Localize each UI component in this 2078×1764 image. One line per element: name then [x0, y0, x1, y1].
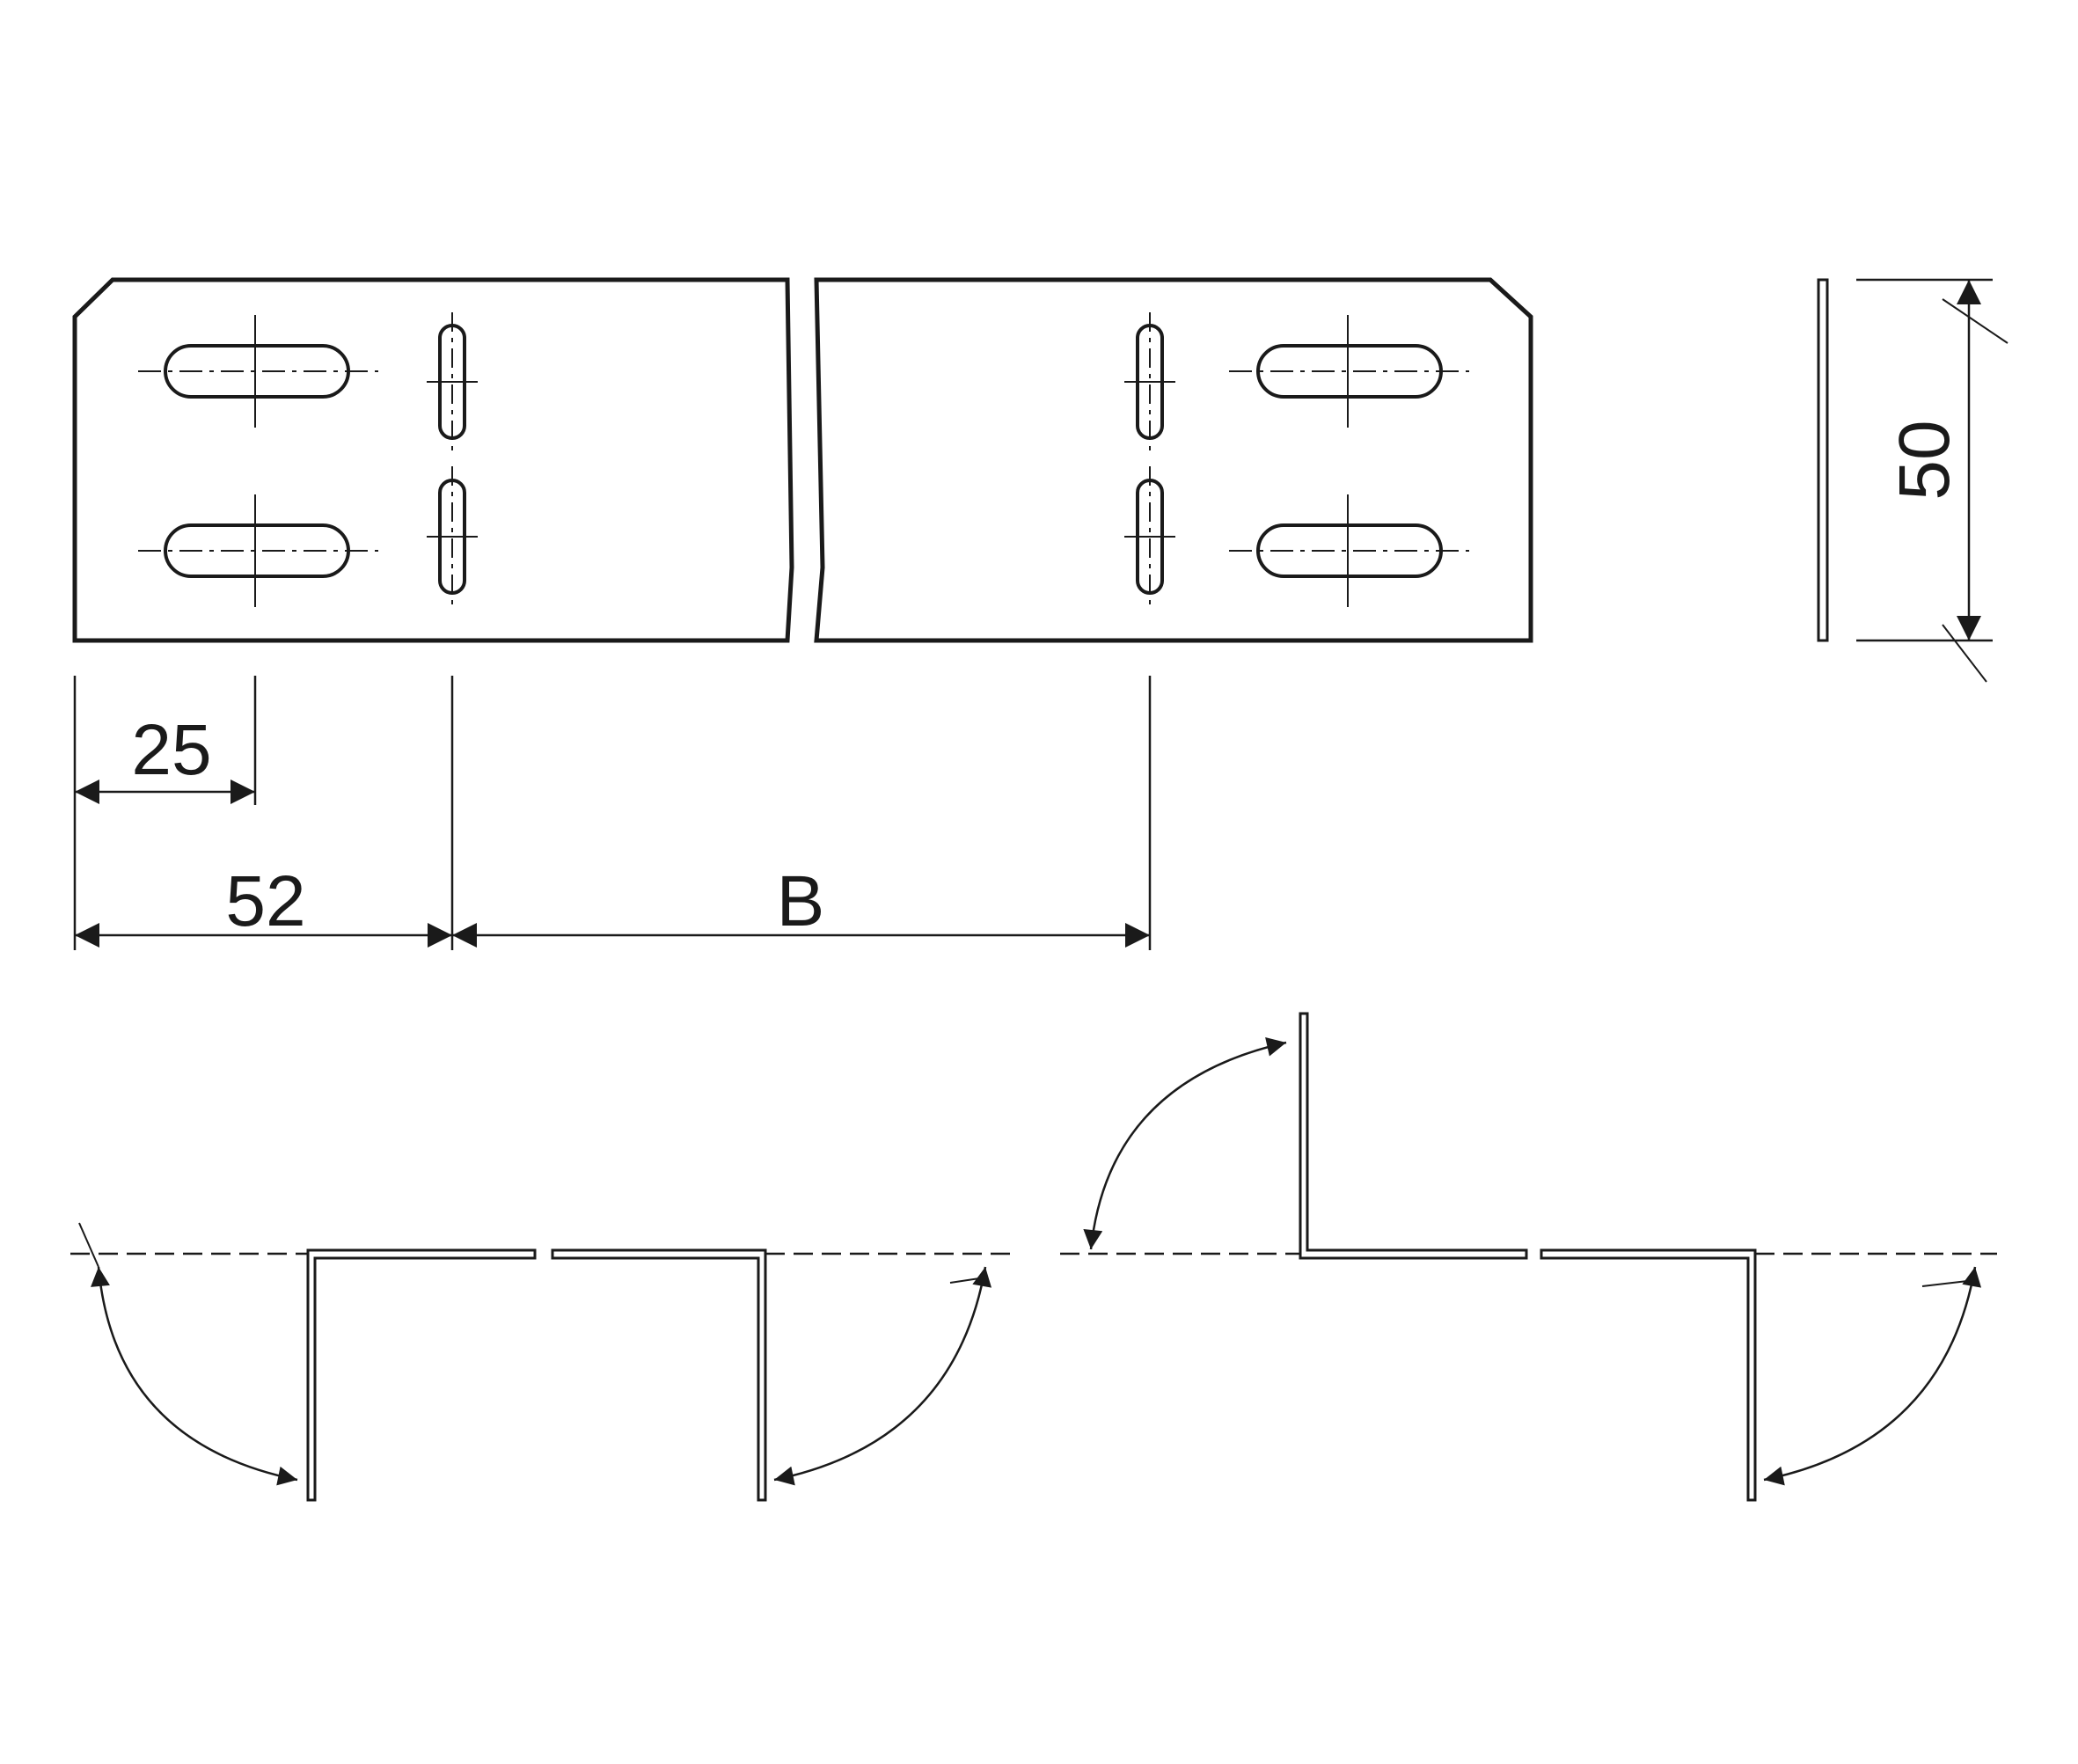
- dimension-lines: [73, 676, 1152, 950]
- horizontal-slot: [138, 494, 378, 607]
- plate-edge: [1817, 278, 1829, 642]
- vertical-slot: [427, 466, 478, 605]
- plate-right-outline: [814, 277, 1533, 643]
- dim-label-25: 25: [131, 710, 211, 790]
- bend-variant-3: [1060, 1012, 1528, 1260]
- dim-label-52: 52: [225, 861, 305, 941]
- dim-label-b: B: [777, 861, 825, 941]
- vertical-slot: [1124, 466, 1175, 605]
- plate-left-outline: [72, 277, 794, 643]
- horizontal-slot: [1229, 315, 1469, 428]
- bend-variant-4: [1540, 1248, 1997, 1502]
- horizontal-slot: [138, 315, 378, 428]
- bend-variant-1: [70, 1222, 537, 1502]
- plate-side-view: [1817, 278, 2008, 683]
- horizontal-slot: [1229, 494, 1469, 607]
- dim-label-50: 50: [1884, 420, 1965, 500]
- bend-variant-2: [551, 1248, 1010, 1502]
- vertical-slot: [1124, 312, 1175, 450]
- vertical-slot: [427, 312, 478, 450]
- plate-top-view: [72, 277, 1533, 643]
